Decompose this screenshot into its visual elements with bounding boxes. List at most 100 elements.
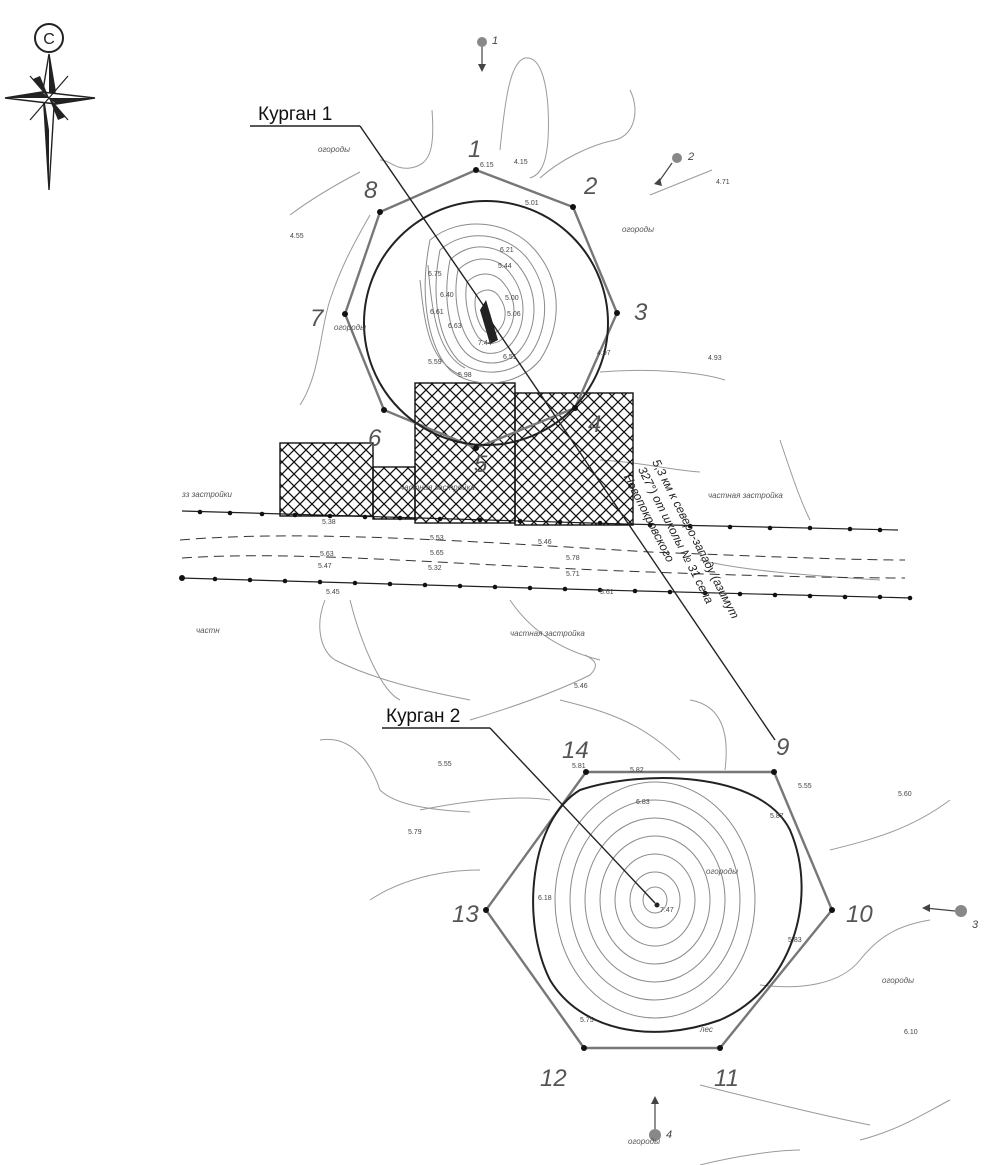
- distance-note: 5,3 км к северо-западу (азимут 327°) от …: [621, 457, 742, 621]
- buildings: [279, 382, 634, 526]
- elev-6-63: 6.63: [448, 323, 462, 330]
- elev-5-00: 5.00: [505, 295, 519, 302]
- elev-6-83: 6.83: [636, 799, 650, 806]
- photo-point-2: 2: [654, 151, 694, 186]
- building-3: [414, 382, 516, 524]
- terrain-lines: [289, 57, 951, 1165]
- elev-4-97: 4.97: [597, 350, 611, 357]
- elev-7-44: 7.44: [478, 340, 492, 347]
- vertex-8-label: 8: [364, 177, 378, 204]
- area-notes: огороды огороды огороды зз застройки час…: [181, 145, 914, 1146]
- elev-5-82: 5.82: [630, 767, 644, 774]
- elev-5-55b: 5.55: [798, 783, 812, 790]
- elev-5-06: 5.06: [507, 311, 521, 318]
- vertex-6-label: 6: [368, 425, 382, 452]
- photo-point-1: 1: [477, 35, 498, 72]
- note-ogorod-1: огороды: [318, 145, 350, 154]
- building-2: [372, 466, 416, 520]
- photo-point-4-label: 4: [666, 1129, 672, 1141]
- elev-4-71: 4.71: [716, 179, 730, 186]
- mound-1-contours: [419, 223, 557, 384]
- elev-5-63: 5.63: [320, 551, 334, 558]
- photo-point-3-label: 3: [972, 919, 979, 931]
- elev-5-38: 5.38: [322, 519, 336, 526]
- elev-6-15: 6.15: [480, 162, 494, 169]
- elev-5-44: 5.44: [498, 263, 512, 270]
- elev-5-01: 5.01: [525, 200, 539, 207]
- vertex-14-label: 14: [562, 737, 589, 764]
- note-ogorod-4: огороды: [882, 976, 914, 985]
- note-ogorod-2: огороды: [622, 225, 654, 234]
- vertex-5-label: 5: [474, 451, 488, 478]
- mound-1-circle: [363, 200, 609, 446]
- vertex-13-label: 13: [452, 901, 479, 928]
- note-zastroyka-left: зз застройки: [181, 490, 232, 499]
- elev-5-45: 5.45: [326, 589, 340, 596]
- elev-6-21: 6.21: [500, 247, 514, 254]
- elev-5-61: 5.61: [600, 589, 614, 596]
- note-ogorod-k2: огороды: [706, 867, 738, 876]
- mound-2-label: Курган 2: [386, 706, 460, 727]
- mound-2-boundary: [483, 769, 835, 1051]
- elev-6-10: 6.10: [904, 1029, 918, 1036]
- elev-6-61: 6.61: [430, 309, 444, 316]
- note-ogorod-3: огороды: [334, 323, 366, 332]
- elev-5-60: 5.60: [898, 791, 912, 798]
- note-zastroyka-right: частная застройка: [708, 491, 783, 500]
- mound-1-label: Курган 1: [258, 104, 332, 125]
- elev-5-83: 5.83: [788, 937, 802, 944]
- note-chastn: частн: [196, 626, 220, 635]
- elev-5-55: 5.55: [438, 761, 452, 768]
- compass-rose: С: [4, 23, 96, 191]
- photo-point-2-label: 2: [687, 151, 694, 163]
- vertex-9-label: 9: [776, 734, 789, 761]
- elev-5-98: 5.98: [458, 372, 472, 379]
- elev-5-53: 5.53: [430, 535, 444, 542]
- mound-2-circle: [532, 777, 803, 1033]
- vertex-3-label: 3: [634, 299, 648, 326]
- photo-point-3: 3: [922, 904, 979, 931]
- mound-2-contours: [554, 781, 756, 1019]
- elev-5-32: 5.32: [428, 565, 442, 572]
- elev-5-71: 5.71: [566, 571, 580, 578]
- photo-point-4: 4: [649, 1096, 672, 1141]
- building-1: [279, 442, 374, 517]
- mound-1-boundary: [342, 167, 620, 451]
- road-dashed-north: [179, 535, 906, 561]
- vertex-1-label: 1: [468, 136, 481, 163]
- vertex-7-label: 7: [310, 305, 325, 332]
- note-les: лес: [699, 1025, 713, 1034]
- elev-5-46b: 5.46: [574, 683, 588, 690]
- vertex-12-label: 12: [540, 1065, 567, 1092]
- vertex-numbers: 1 2 3 4 5 6 7 8 9 10 11 12 13 14: [310, 136, 873, 1092]
- vertex-11-label: 11: [714, 1065, 739, 1092]
- elev-4-15: 4.15: [514, 159, 528, 166]
- elev-5-87: 5.87: [770, 813, 784, 820]
- elev-6-18: 6.18: [538, 895, 552, 902]
- elev-5-46: 5.46: [538, 539, 552, 546]
- mound-labels: Курган 1 Курган 2: [250, 104, 776, 904]
- elev-6-40: 6.40: [440, 292, 454, 299]
- vertex-4-label: 4: [588, 411, 601, 438]
- vertex-10-label: 10: [846, 901, 873, 928]
- elev-5-65: 5.65: [430, 550, 444, 557]
- elev-4-93: 4.93: [708, 355, 722, 362]
- elev-6-51: 6.51: [503, 354, 517, 361]
- road-dashed-south: [181, 555, 906, 579]
- elev-7-47: 7.47: [660, 907, 674, 914]
- note-zastroyka-center: частная застройка: [400, 483, 475, 492]
- elev-5-79: 5.79: [408, 829, 422, 836]
- photo-point-1-label: 1: [492, 35, 498, 47]
- elev-6-75: 6.75: [428, 271, 442, 278]
- elev-5-75: 5.75: [580, 1017, 594, 1024]
- compass-north-letter: С: [43, 31, 55, 48]
- elev-5-81: 5.81: [572, 763, 586, 770]
- vertex-2-label: 2: [583, 173, 597, 200]
- elev-5-59: 5.59: [428, 359, 442, 366]
- elev-5-47: 5.47: [318, 563, 332, 570]
- note-ogorod-5: огороды: [628, 1137, 660, 1146]
- note-zastroyka-mid: частная застройка: [510, 629, 585, 638]
- elev-4-55: 4.55: [290, 233, 304, 240]
- elevation-marks: 4.15 4.71 4.55 4.93 6.15 4.97 5.01 6.21 …: [290, 159, 918, 1036]
